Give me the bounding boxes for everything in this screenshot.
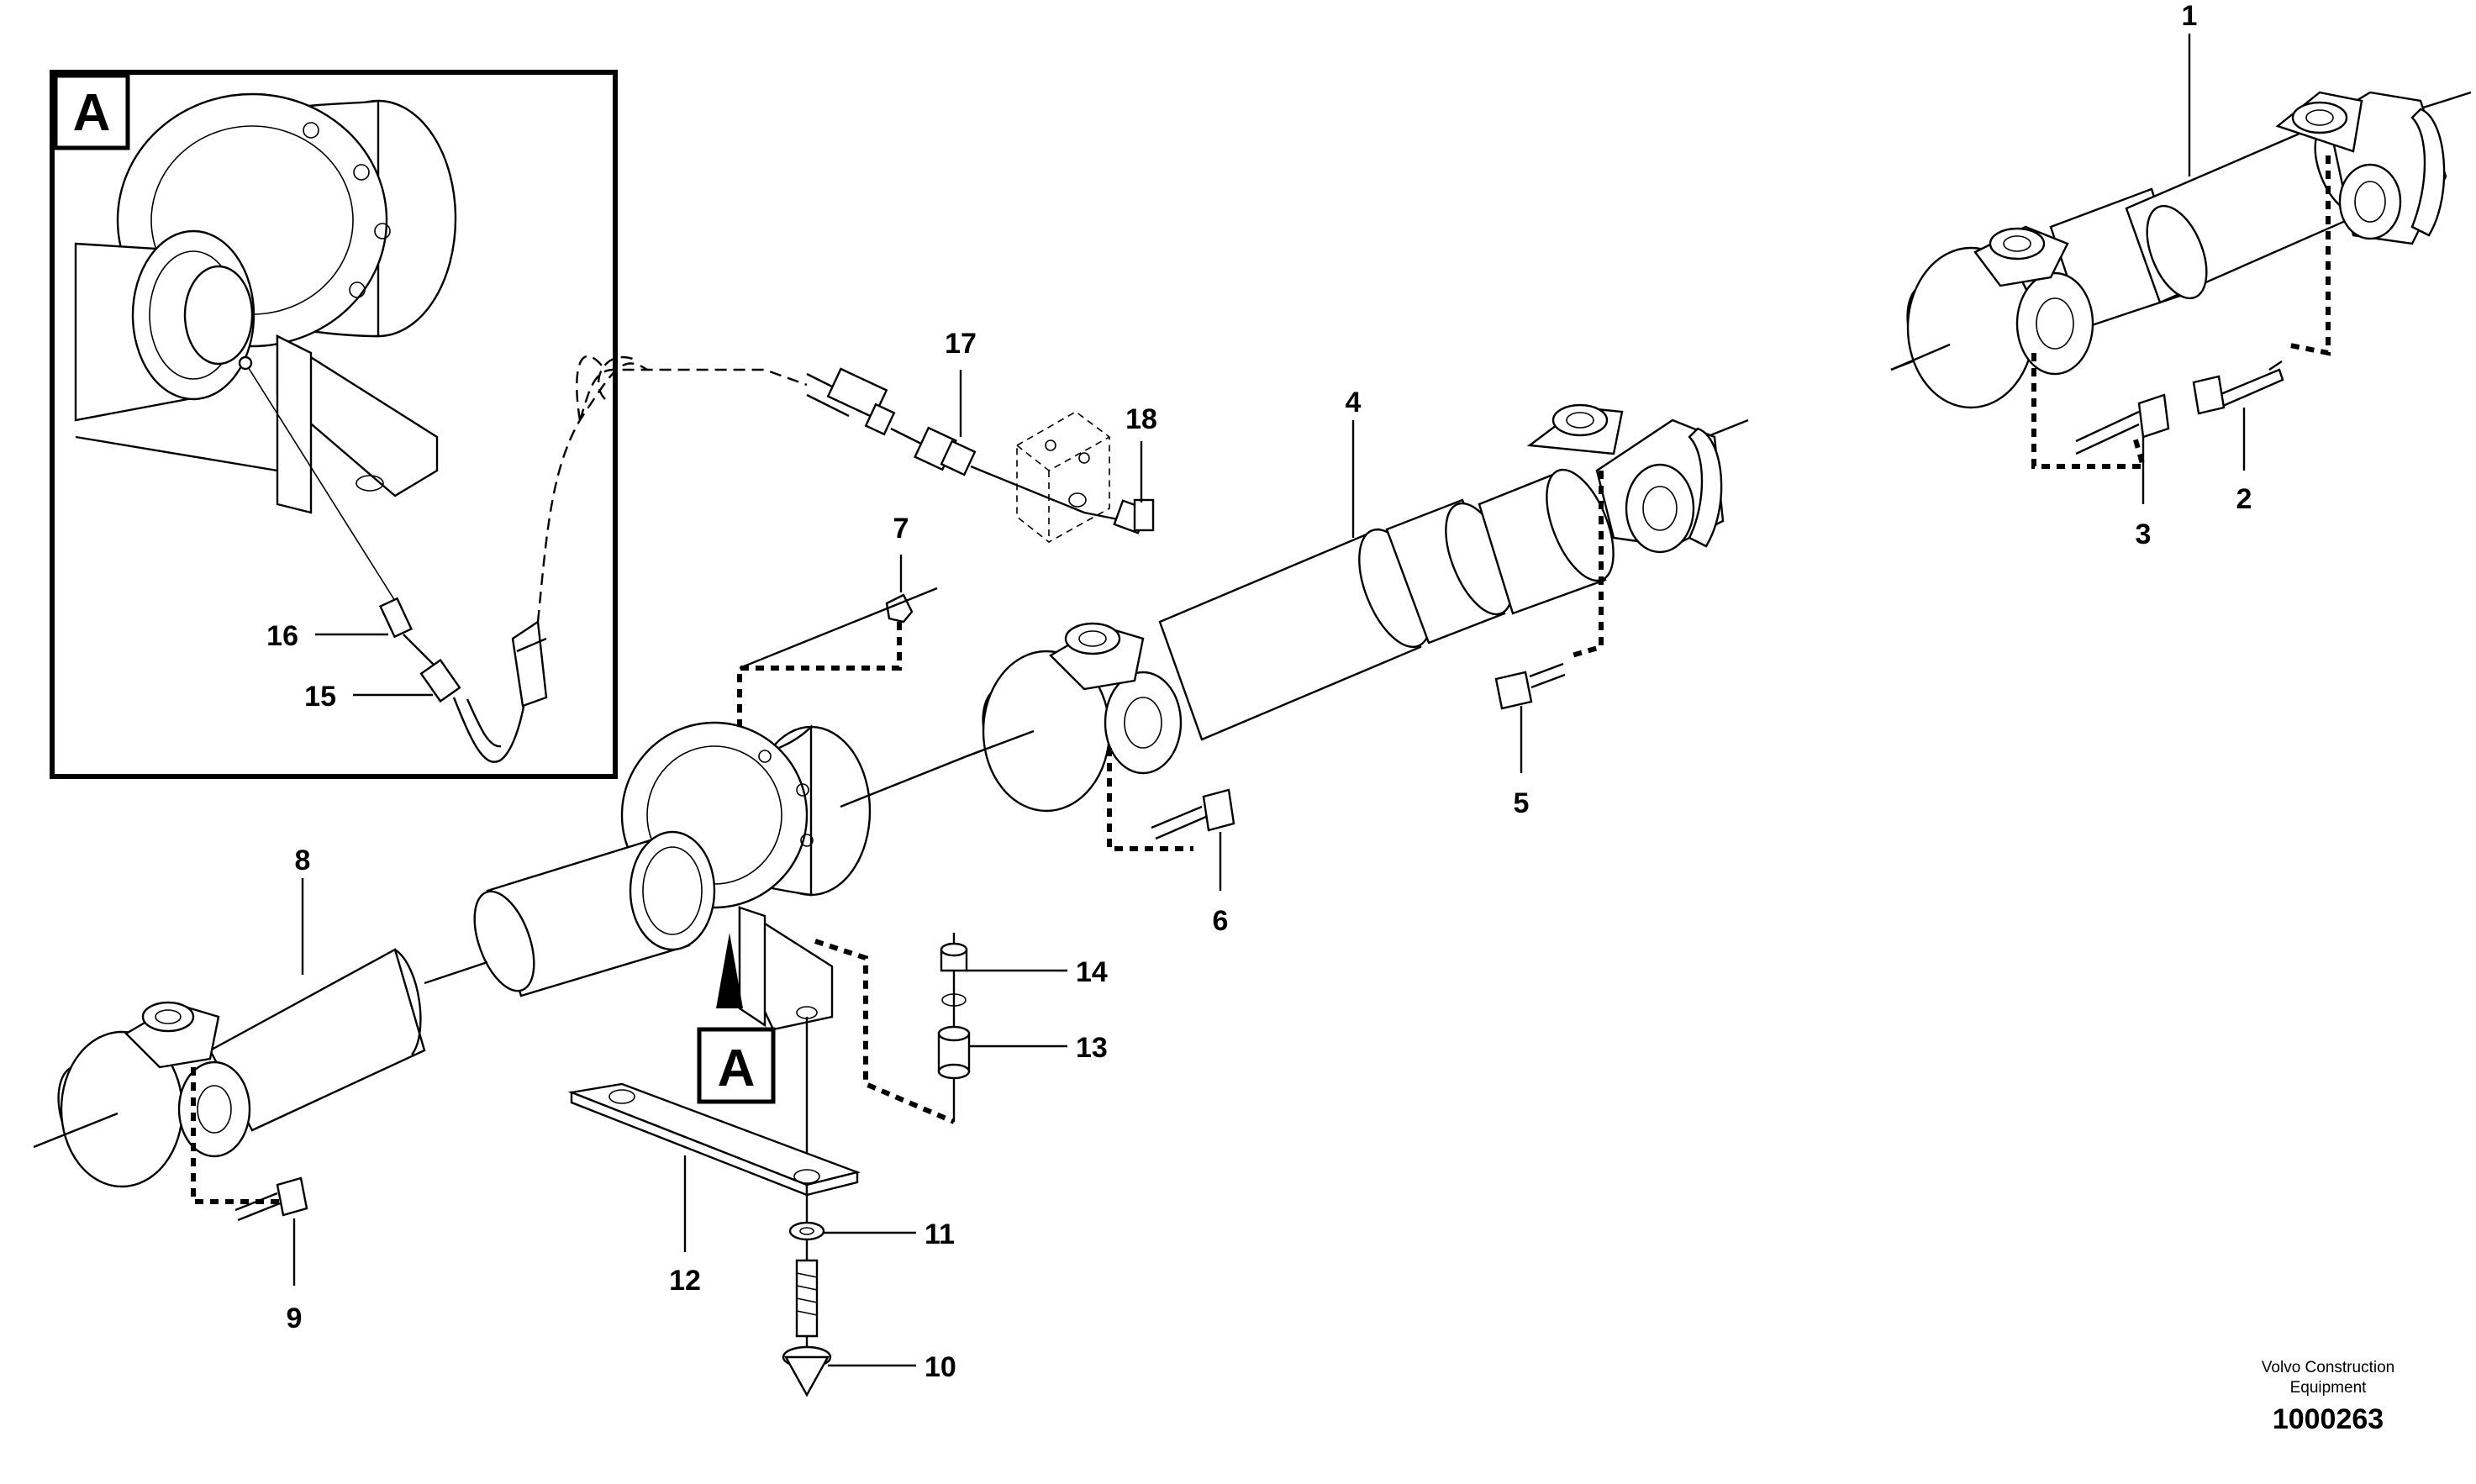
callout-15: 15 (304, 681, 336, 713)
credit-line-1: Volvo Construction (2262, 1359, 2394, 1376)
callout-11: 11 (925, 1218, 955, 1250)
callout-16: 16 (266, 620, 298, 652)
mounting-hardware (567, 933, 971, 1397)
callout-2: 2 (2236, 483, 2252, 515)
figure-number: 1000263 (2273, 1403, 2384, 1435)
sensor-cable (536, 362, 648, 623)
pointer-label: A (718, 1039, 756, 1097)
callout-13: 13 (1076, 1032, 1108, 1064)
callout-6: 6 (1213, 905, 1229, 937)
callout-4: 4 (1346, 387, 1362, 418)
callout-12: 12 (669, 1265, 701, 1297)
callout-leaders (292, 34, 2246, 1367)
callout-14: 14 (1076, 956, 1108, 988)
centre-bearing-and-shaft-8 (33, 721, 967, 1222)
propeller-shaft-4 (737, 403, 1749, 891)
callout-7: 7 (893, 513, 909, 545)
propeller-shaft-1 (1890, 91, 2472, 469)
callout-17: 17 (945, 328, 977, 360)
callout-numbers: 1 2 3 4 5 6 7 8 9 10 11 12 13 14 15 16 1… (266, 0, 2252, 1383)
callout-10: 10 (925, 1351, 956, 1383)
credit-block: Volvo Construction Equipment 1000263 (2262, 1359, 2394, 1435)
callout-8: 8 (295, 845, 311, 876)
credit-line-2: Equipment (2290, 1379, 2368, 1397)
detail-view-a: A (50, 70, 618, 779)
detail-pointer: A (697, 933, 776, 1104)
callout-9: 9 (287, 1302, 303, 1334)
callout-1: 1 (2182, 0, 2198, 32)
callout-5: 5 (1514, 787, 1530, 819)
callout-18: 18 (1125, 403, 1157, 435)
callout-3: 3 (2136, 518, 2152, 550)
detail-label: A (73, 84, 111, 142)
speed-sensor-assembly (806, 367, 1155, 543)
